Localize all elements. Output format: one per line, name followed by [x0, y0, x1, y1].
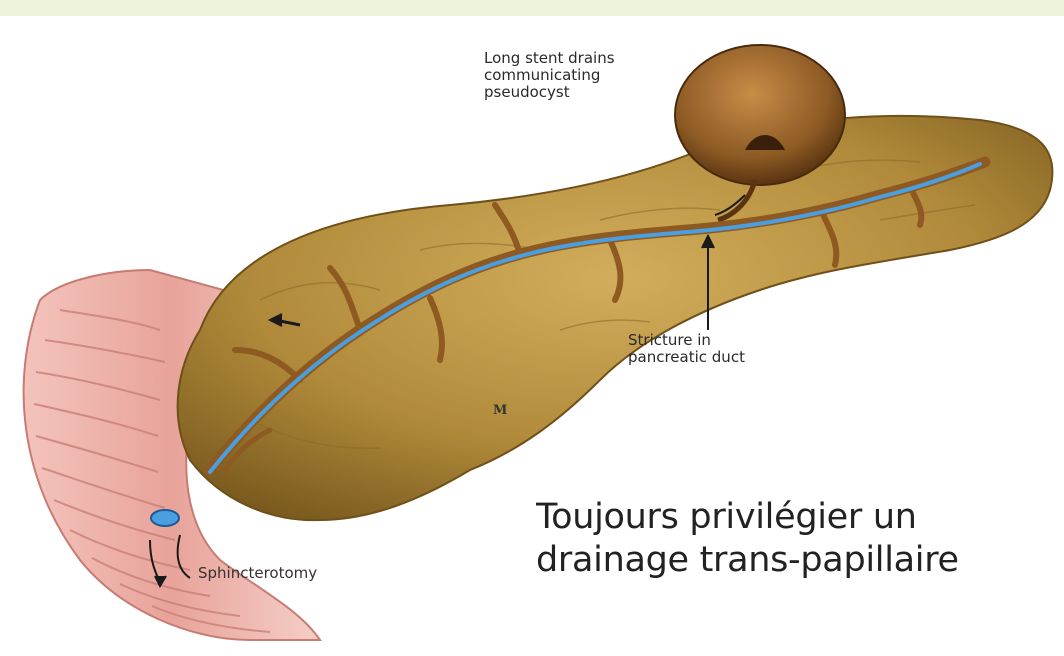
- caption-line-1: Toujours privilégier un: [536, 496, 1064, 539]
- label-stricture-pancreatic-duct: Stricture in pancreatic duct: [628, 332, 745, 366]
- pancreas: [178, 116, 1053, 520]
- label-long-stent-pseudocyst: Long stent drains communicating pseudocy…: [484, 50, 615, 101]
- label-line: pseudocyst: [484, 84, 615, 101]
- label-sphincterotomy: Sphincterotomy: [198, 565, 317, 582]
- label-line: pancreatic duct: [628, 349, 745, 366]
- slide-caption: Toujours privilégier un drainage trans-p…: [536, 496, 1064, 582]
- label-line: Stricture in: [628, 332, 745, 349]
- label-line: Long stent drains: [484, 50, 615, 67]
- label-line: communicating: [484, 67, 615, 84]
- artist-monogram: M: [493, 404, 507, 440]
- caption-line-2: drainage trans-papillaire: [536, 539, 1064, 582]
- papilla-stent-end: [151, 510, 179, 526]
